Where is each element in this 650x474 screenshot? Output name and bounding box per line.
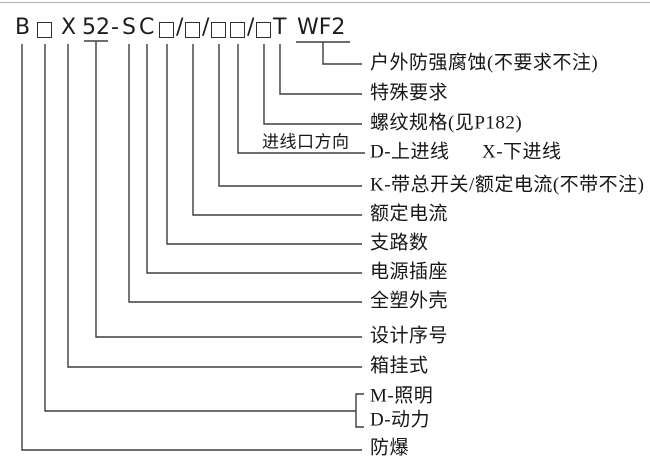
label-inlet-bottom: X-下进线 <box>482 141 562 163</box>
bracket-md-group <box>355 393 364 428</box>
label-main-switch: K-带总开关/额定电流(不带不注) <box>370 174 645 196</box>
connector-wall-mounted <box>67 44 362 368</box>
code-c: C <box>139 15 155 40</box>
connector-thread-spec <box>263 44 362 125</box>
code-t: T <box>273 15 287 40</box>
connector-branches <box>166 44 362 245</box>
connector-outdoor <box>322 42 362 65</box>
connector-special-req <box>279 44 362 95</box>
code-x: X <box>61 15 77 40</box>
label-inlet-top: D-上进线 <box>370 141 450 163</box>
code-series-52: 52 <box>82 15 110 40</box>
label-power-drive: D-动力 <box>370 409 431 431</box>
code-slash: / <box>176 15 184 40</box>
label-outdoor-anticorrosion: 户外防强腐蚀(不要求不注) <box>370 52 599 74</box>
label-inlet-direction: 进线口方向 <box>262 132 350 152</box>
placeholder-box-icon <box>36 22 52 38</box>
code-suffix-wf2: WF2 <box>297 15 346 40</box>
connector-plastic-shell <box>128 44 362 303</box>
placeholder-box-icon <box>229 22 245 38</box>
code-dash: - <box>111 15 119 40</box>
label-wall-mounted-box: 箱挂式 <box>370 355 429 377</box>
top-divider-line <box>0 2 650 3</box>
connector-design-no <box>95 41 362 338</box>
connector-explosion-proof <box>21 44 362 451</box>
placeholder-box-icon <box>210 22 226 38</box>
code-slash: / <box>247 15 255 40</box>
placeholder-box-icon <box>255 22 271 38</box>
label-rated-current: 额定电流 <box>370 203 449 225</box>
label-thread-spec: 螺纹规格(见P182) <box>370 112 523 134</box>
placeholder-box-icon <box>184 22 200 38</box>
connector-inlet-direction <box>237 44 365 154</box>
code-s: S <box>122 15 136 40</box>
label-lighting: M-照明 <box>370 385 434 407</box>
label-branch-count: 支路数 <box>370 232 429 254</box>
label-power-socket: 电源插座 <box>370 261 449 283</box>
connector-socket <box>146 44 362 274</box>
label-explosion-proof: 防爆 <box>370 437 410 459</box>
placeholder-box-icon <box>158 22 174 38</box>
code-slash: / <box>202 15 210 40</box>
model-code: B X 52 - S C / / / T WF2 <box>0 0 650 46</box>
connector-main-switch <box>218 44 362 187</box>
code-prefix-b: B <box>15 15 31 40</box>
connector-rated-current <box>192 44 362 216</box>
connector-md-group <box>44 44 356 412</box>
label-design-serial: 设计序号 <box>370 325 449 347</box>
label-plastic-enclosure: 全塑外壳 <box>370 290 449 312</box>
label-special-requirement: 特殊要求 <box>370 82 449 104</box>
